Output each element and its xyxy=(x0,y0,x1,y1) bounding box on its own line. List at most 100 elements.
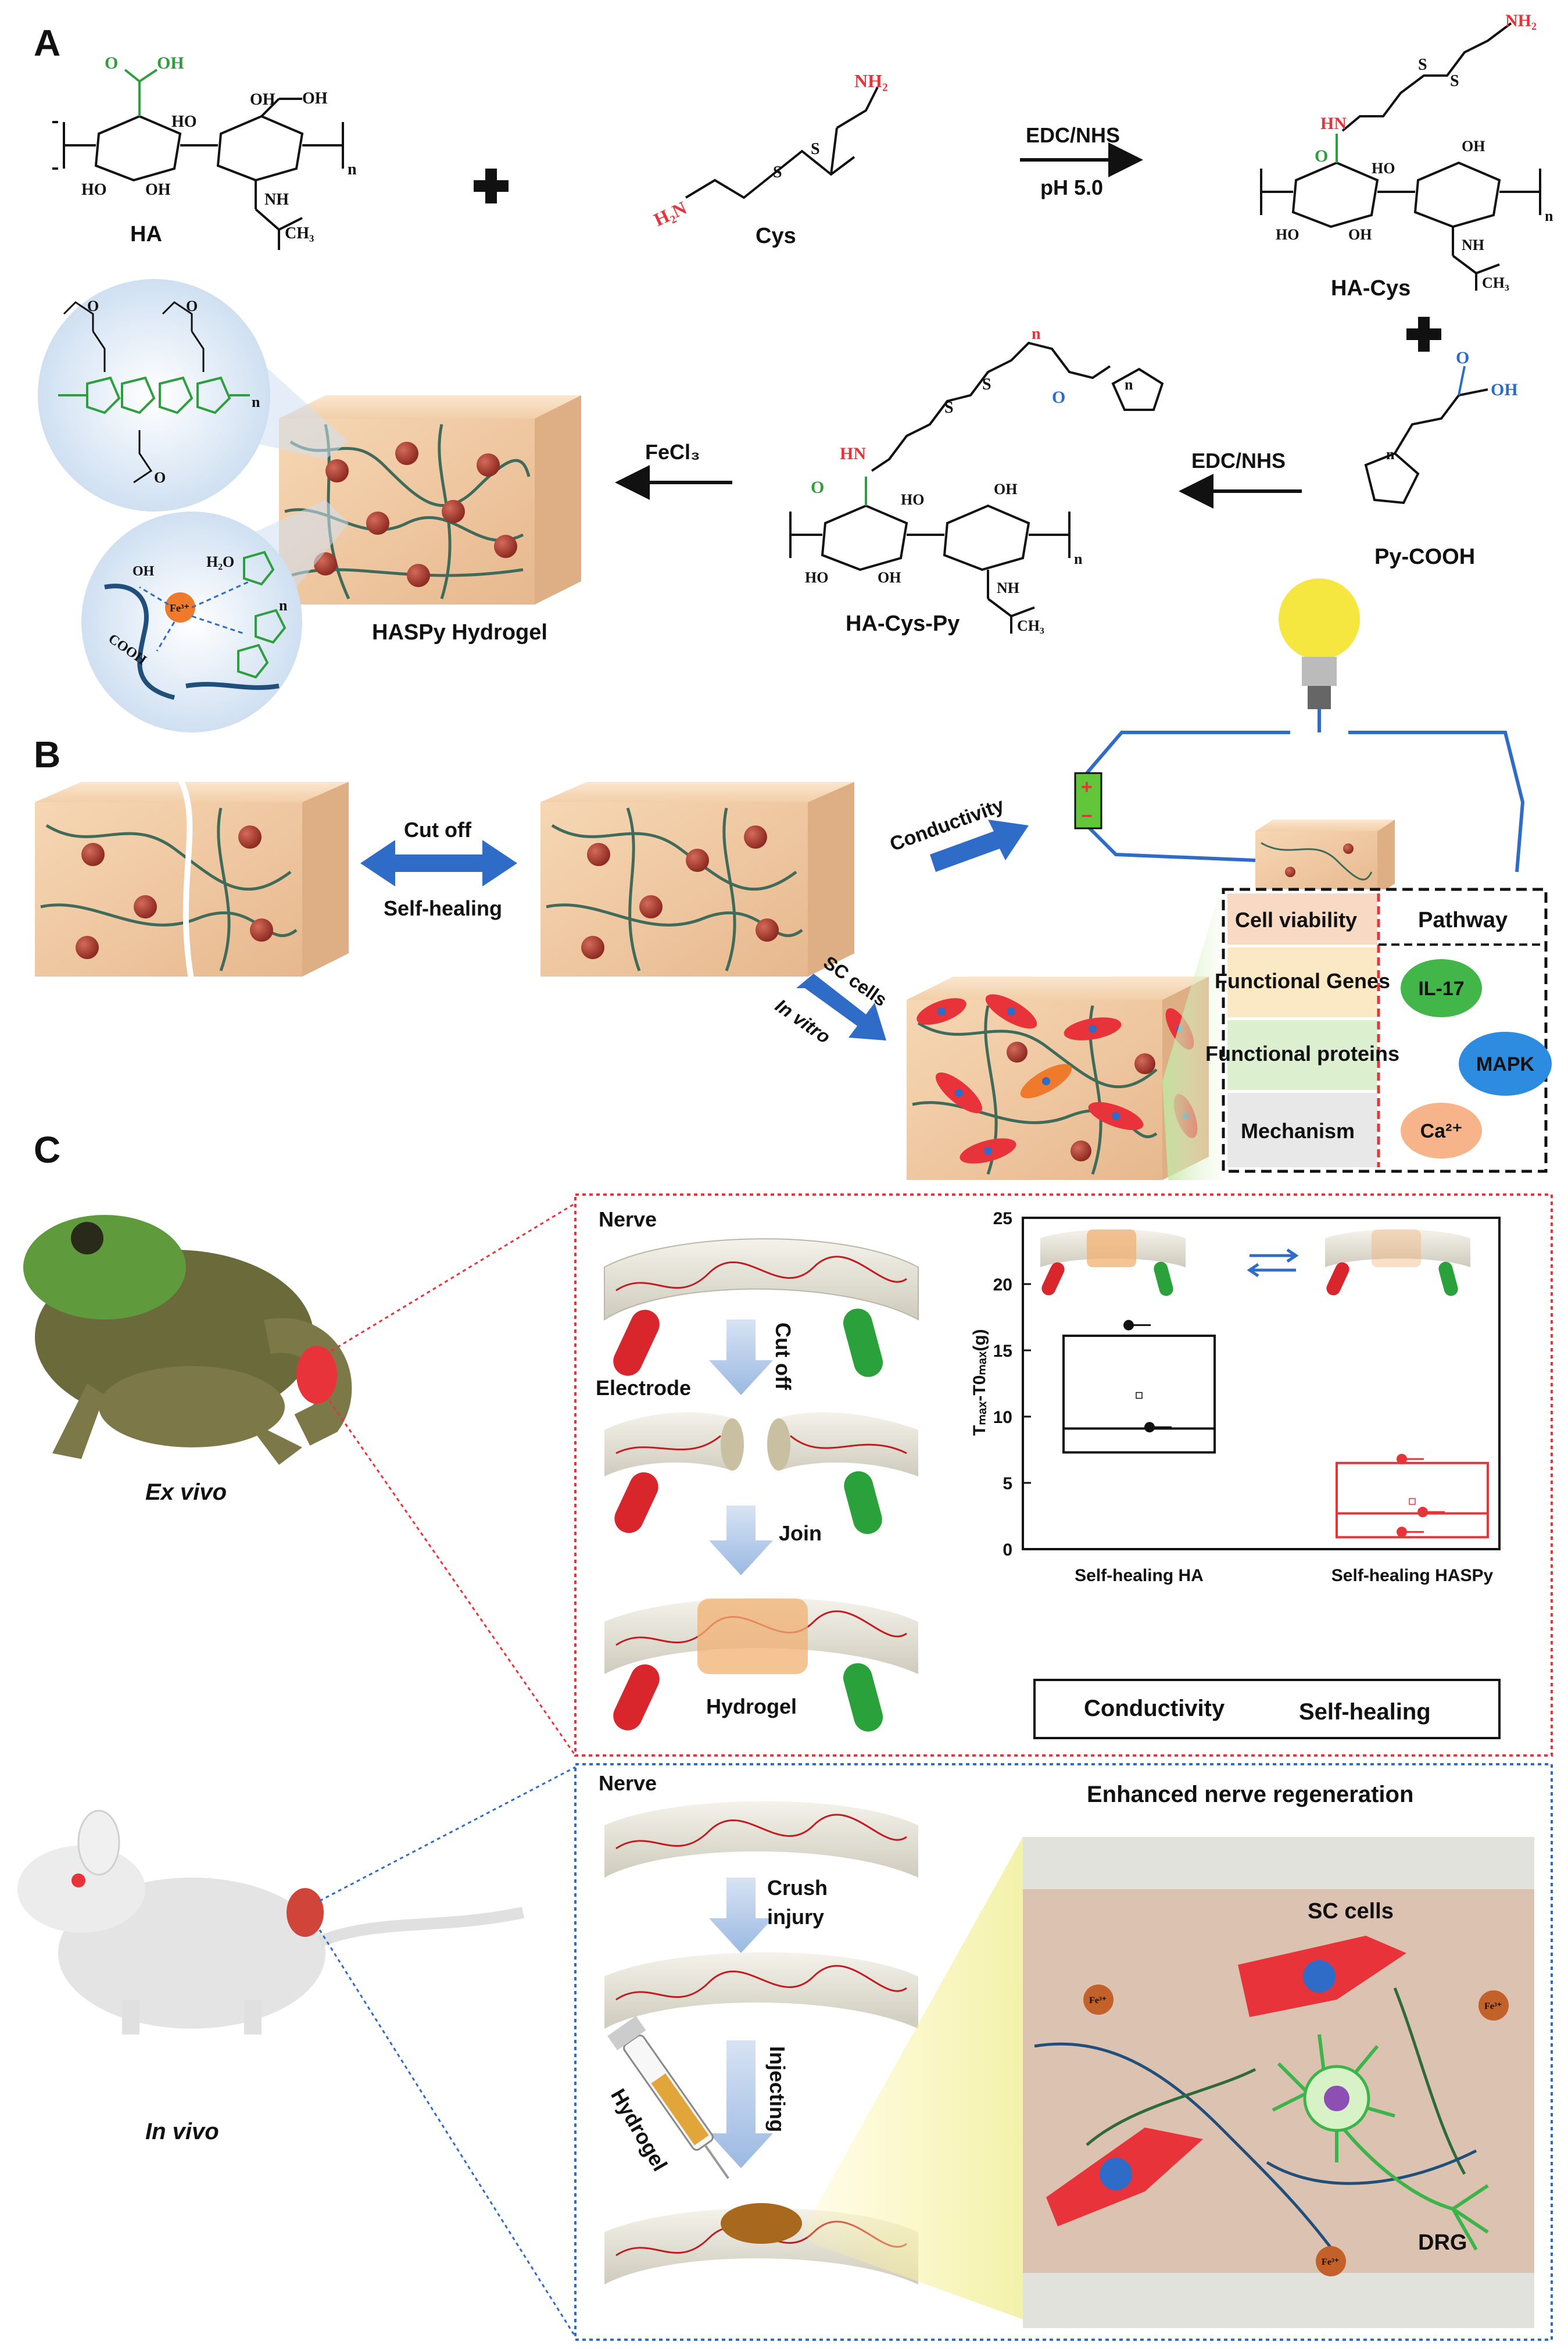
cys-nh2: NH₂ xyxy=(854,70,888,91)
plus-sign-1 xyxy=(474,169,509,203)
table-functional-proteins: Functional proteins xyxy=(1205,1042,1399,1066)
pathway-mapk: MAPK xyxy=(1476,1053,1535,1075)
battery-minus: − xyxy=(1081,805,1093,827)
fe-ion-3 xyxy=(1316,2246,1346,2276)
ha-cys-n: n xyxy=(1545,208,1553,224)
zoom2-fe: Fe³⁺ xyxy=(170,602,189,614)
hacyspy-h-red: n xyxy=(1032,325,1041,343)
chart-inset-swap-arrows xyxy=(1247,1248,1299,1278)
ha-n-subscript: n xyxy=(348,160,357,178)
legend-box xyxy=(1033,1679,1501,1739)
py-cooh-label: Py-COOH xyxy=(1374,545,1475,569)
nerve-cut xyxy=(604,1412,918,1534)
chart-x-tick-haspy: Self-healing HASPy xyxy=(1331,1566,1494,1585)
ex-vivo-label: Ex vivo xyxy=(145,1479,227,1505)
legend-self-healing: Self-healing xyxy=(1299,1699,1431,1725)
zoom2-oh: OH xyxy=(133,564,155,579)
cys-label: Cys xyxy=(756,224,796,248)
chart-inset-nerve-right xyxy=(1325,1229,1470,1296)
edc-nhs-label-1: EDC/NHS xyxy=(1026,123,1120,147)
ha-cys-oh: OH xyxy=(1462,138,1485,155)
ha-nh: NH xyxy=(264,191,289,209)
ha-cys-py-label: HA-Cys-Py xyxy=(846,612,960,636)
chart-x-tick-ha: Self-healing HA xyxy=(1075,1566,1204,1585)
step-arrow-join xyxy=(709,1506,773,1575)
ha-cys-ho: HO xyxy=(1372,160,1395,177)
zoom-circle-polypyrrole: n O O O xyxy=(38,279,270,512)
panel-label-a: A xyxy=(34,22,60,64)
step-arrow-crush xyxy=(709,1878,773,1953)
zoom1-n: n xyxy=(252,394,260,410)
ha-cys-ho-2: HO xyxy=(1276,226,1299,243)
table-row-cell-viability xyxy=(1227,893,1377,945)
crush-label-2: injury xyxy=(767,1905,824,1929)
hacyspy-n-sub: n xyxy=(1074,550,1083,567)
chart-box-haspy xyxy=(1336,1461,1489,1539)
step-arrow-injecting xyxy=(709,2040,773,2168)
panel-label-c: C xyxy=(34,1129,60,1171)
legend-conductivity: Conductivity xyxy=(1084,1696,1225,1721)
in-vivo-label: In vivo xyxy=(145,2119,219,2144)
electrode-label: Electrode xyxy=(596,1376,691,1400)
ha-ho-1: HO xyxy=(171,113,197,131)
battery-plus: + xyxy=(1081,776,1093,798)
frog-illustration xyxy=(23,1215,352,1465)
chart-y-tick-label: 5 xyxy=(1003,1474,1012,1493)
in-vivo-guide-bottom xyxy=(318,1929,577,2337)
nerve-label-1: Nerve xyxy=(599,1207,657,1231)
py-cooh-o: O xyxy=(1456,348,1469,367)
pathway-ca-badge xyxy=(1401,1103,1482,1159)
chart-mean-marker xyxy=(1136,1392,1143,1399)
circuit-diagram: + − xyxy=(1074,578,1525,895)
nerve-label-2: Nerve xyxy=(599,1771,657,1795)
ha-oh-2: OH xyxy=(250,91,275,109)
chart-y-tick-label: 20 xyxy=(993,1275,1012,1295)
panel-label-b: B xyxy=(34,734,60,775)
zoom1-o1: O xyxy=(87,298,99,314)
fecl3-label: FeCl₃ xyxy=(645,440,700,464)
chart-box-ha xyxy=(1062,1334,1216,1454)
ha-cys-structure xyxy=(1260,22,1541,291)
table-row-functional-genes xyxy=(1227,948,1377,1017)
cys-structure xyxy=(685,87,879,199)
sc-cells-arrow xyxy=(796,974,886,1041)
fe-ion-3-label: Fe³⁺ xyxy=(1322,2257,1339,2267)
ha-structure xyxy=(52,69,344,250)
hacyspy-o-blue: O xyxy=(1052,388,1065,407)
table-cell-viability: Cell viability xyxy=(1235,908,1357,932)
fe-ion-1 xyxy=(1083,1985,1114,2015)
mouse-eye-icon xyxy=(71,1874,85,1887)
fe-ion-2-label: Fe³⁺ xyxy=(1484,2001,1502,2011)
regeneration-scene xyxy=(1023,1837,1534,2328)
ha-oh-4: OH xyxy=(302,90,328,108)
enhanced-regeneration-title: Enhanced nerve regeneration xyxy=(1087,1782,1413,1807)
self-healing-label: Self-healing xyxy=(384,896,502,920)
pathway-il17-badge xyxy=(1401,959,1482,1017)
ex-vivo-guide-top xyxy=(325,1202,576,1356)
chart-y-tick-label: 15 xyxy=(993,1342,1012,1361)
cut-self-heal-double-arrow xyxy=(360,840,517,886)
hacyspy-s1: S xyxy=(944,399,954,417)
cut-off-label: Cut off xyxy=(404,818,472,842)
nerve-crushed xyxy=(604,1952,918,2029)
zoom1-o2: O xyxy=(186,298,198,314)
drg-label: DRG xyxy=(1418,2230,1467,2255)
chart-frame xyxy=(1022,1217,1501,1550)
light-bulb-icon xyxy=(1279,578,1360,660)
hydrogel-label-1: Hydrogel xyxy=(706,1694,797,1718)
zoom1-o3: O xyxy=(154,469,166,486)
table-functional-genes-line: Functional Genes xyxy=(1215,969,1390,993)
fe-ion-1-label: Fe³⁺ xyxy=(1089,1996,1107,2005)
ha-cys-o: O xyxy=(1315,146,1328,166)
ha-o-green: O xyxy=(105,53,118,73)
py-cooh-n: n xyxy=(1386,446,1395,463)
mouse-illustration xyxy=(17,1810,525,2035)
table-row-functional-proteins xyxy=(1227,1020,1377,1090)
table-row-mechanism xyxy=(1227,1093,1377,1167)
edc-nhs-label-2: EDC/NHS xyxy=(1191,449,1286,473)
yellow-zoom-beam xyxy=(802,1837,1023,2319)
battery-icon xyxy=(1074,772,1102,830)
